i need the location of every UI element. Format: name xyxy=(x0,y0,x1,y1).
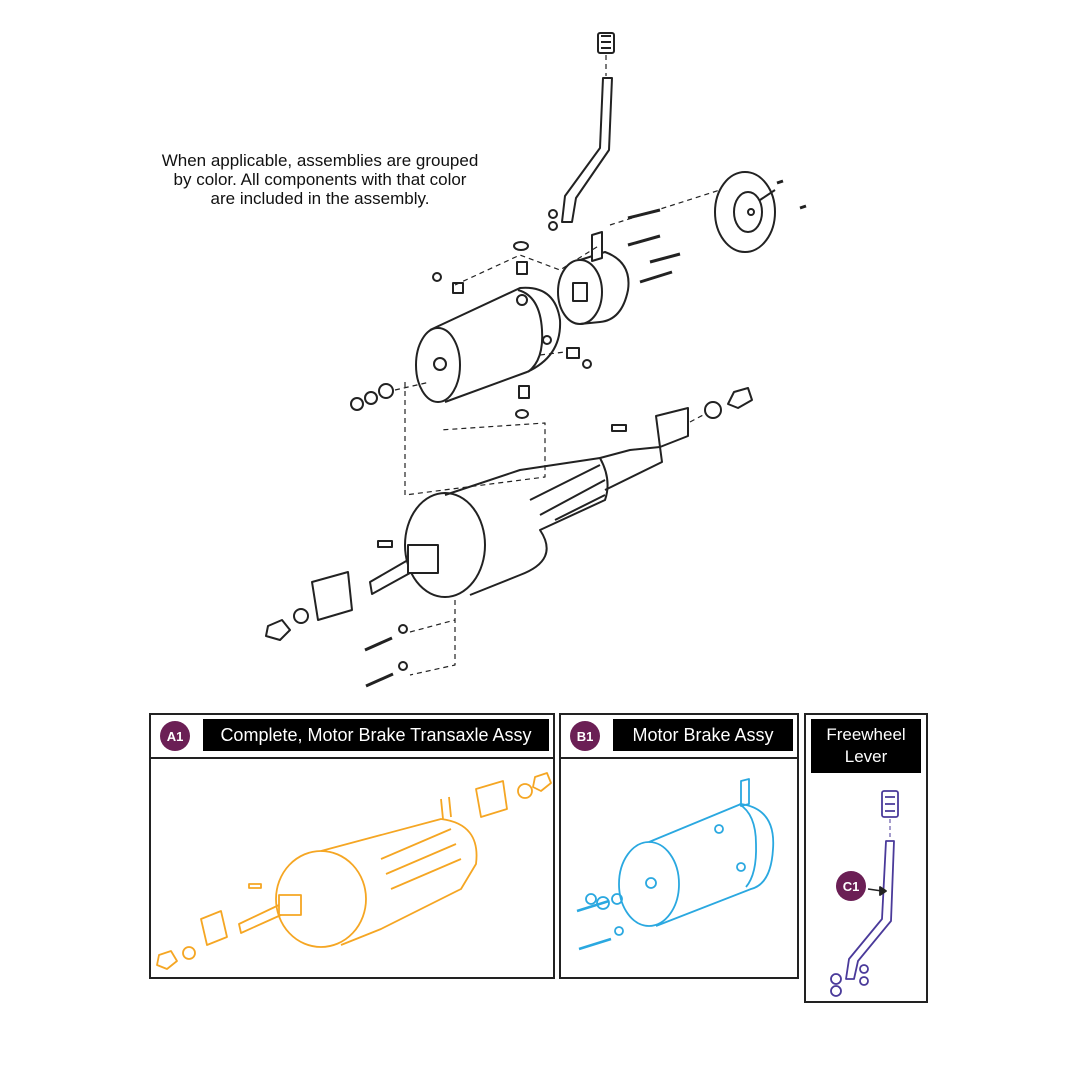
exploded-diagram xyxy=(265,32,807,688)
note-line-1: When applicable, assemblies are grouped xyxy=(161,151,479,170)
badge-b1: B1 xyxy=(570,721,600,751)
purple-lever-illustration xyxy=(830,790,899,997)
note-line-2: by color. All components with that color xyxy=(173,170,467,189)
panel-freewheel-lever[interactable]: Freewheel Lever C1 xyxy=(804,713,928,1003)
panel-a1-header xyxy=(151,715,553,759)
freewheel-title-line-1: Freewheel xyxy=(826,725,906,744)
freewheel-lever-part[interactable] xyxy=(561,32,615,223)
freewheel-title-line-2: Lever xyxy=(844,747,888,766)
panel-b1-title: Motor Brake Assy xyxy=(613,719,793,751)
note-line-3: are included in the assembly. xyxy=(210,189,430,208)
blue-assembly-illustration xyxy=(576,778,775,951)
motor-part[interactable] xyxy=(415,286,562,403)
badge-a1: A1 xyxy=(160,721,190,751)
orange-assembly-illustration xyxy=(156,772,552,970)
badge-c1: C1 xyxy=(836,871,866,901)
brake-cover-part[interactable] xyxy=(714,171,776,253)
panel-b1-header xyxy=(561,715,797,759)
panel-motor-brake[interactable]: B1 Motor Brake Assy xyxy=(559,713,799,979)
assembly-color-note: When applicable, assemblies are grouped … xyxy=(140,151,500,208)
brake-unit-part[interactable] xyxy=(557,231,630,325)
panel-complete-motor-brake-transaxle[interactable]: A1 Complete, Motor Brake Transaxle Assy xyxy=(149,713,555,979)
transaxle-part[interactable] xyxy=(369,446,663,598)
panel-a1-title: Complete, Motor Brake Transaxle Assy xyxy=(203,719,549,751)
panel-freewheel-title: Freewheel Lever xyxy=(811,719,921,773)
